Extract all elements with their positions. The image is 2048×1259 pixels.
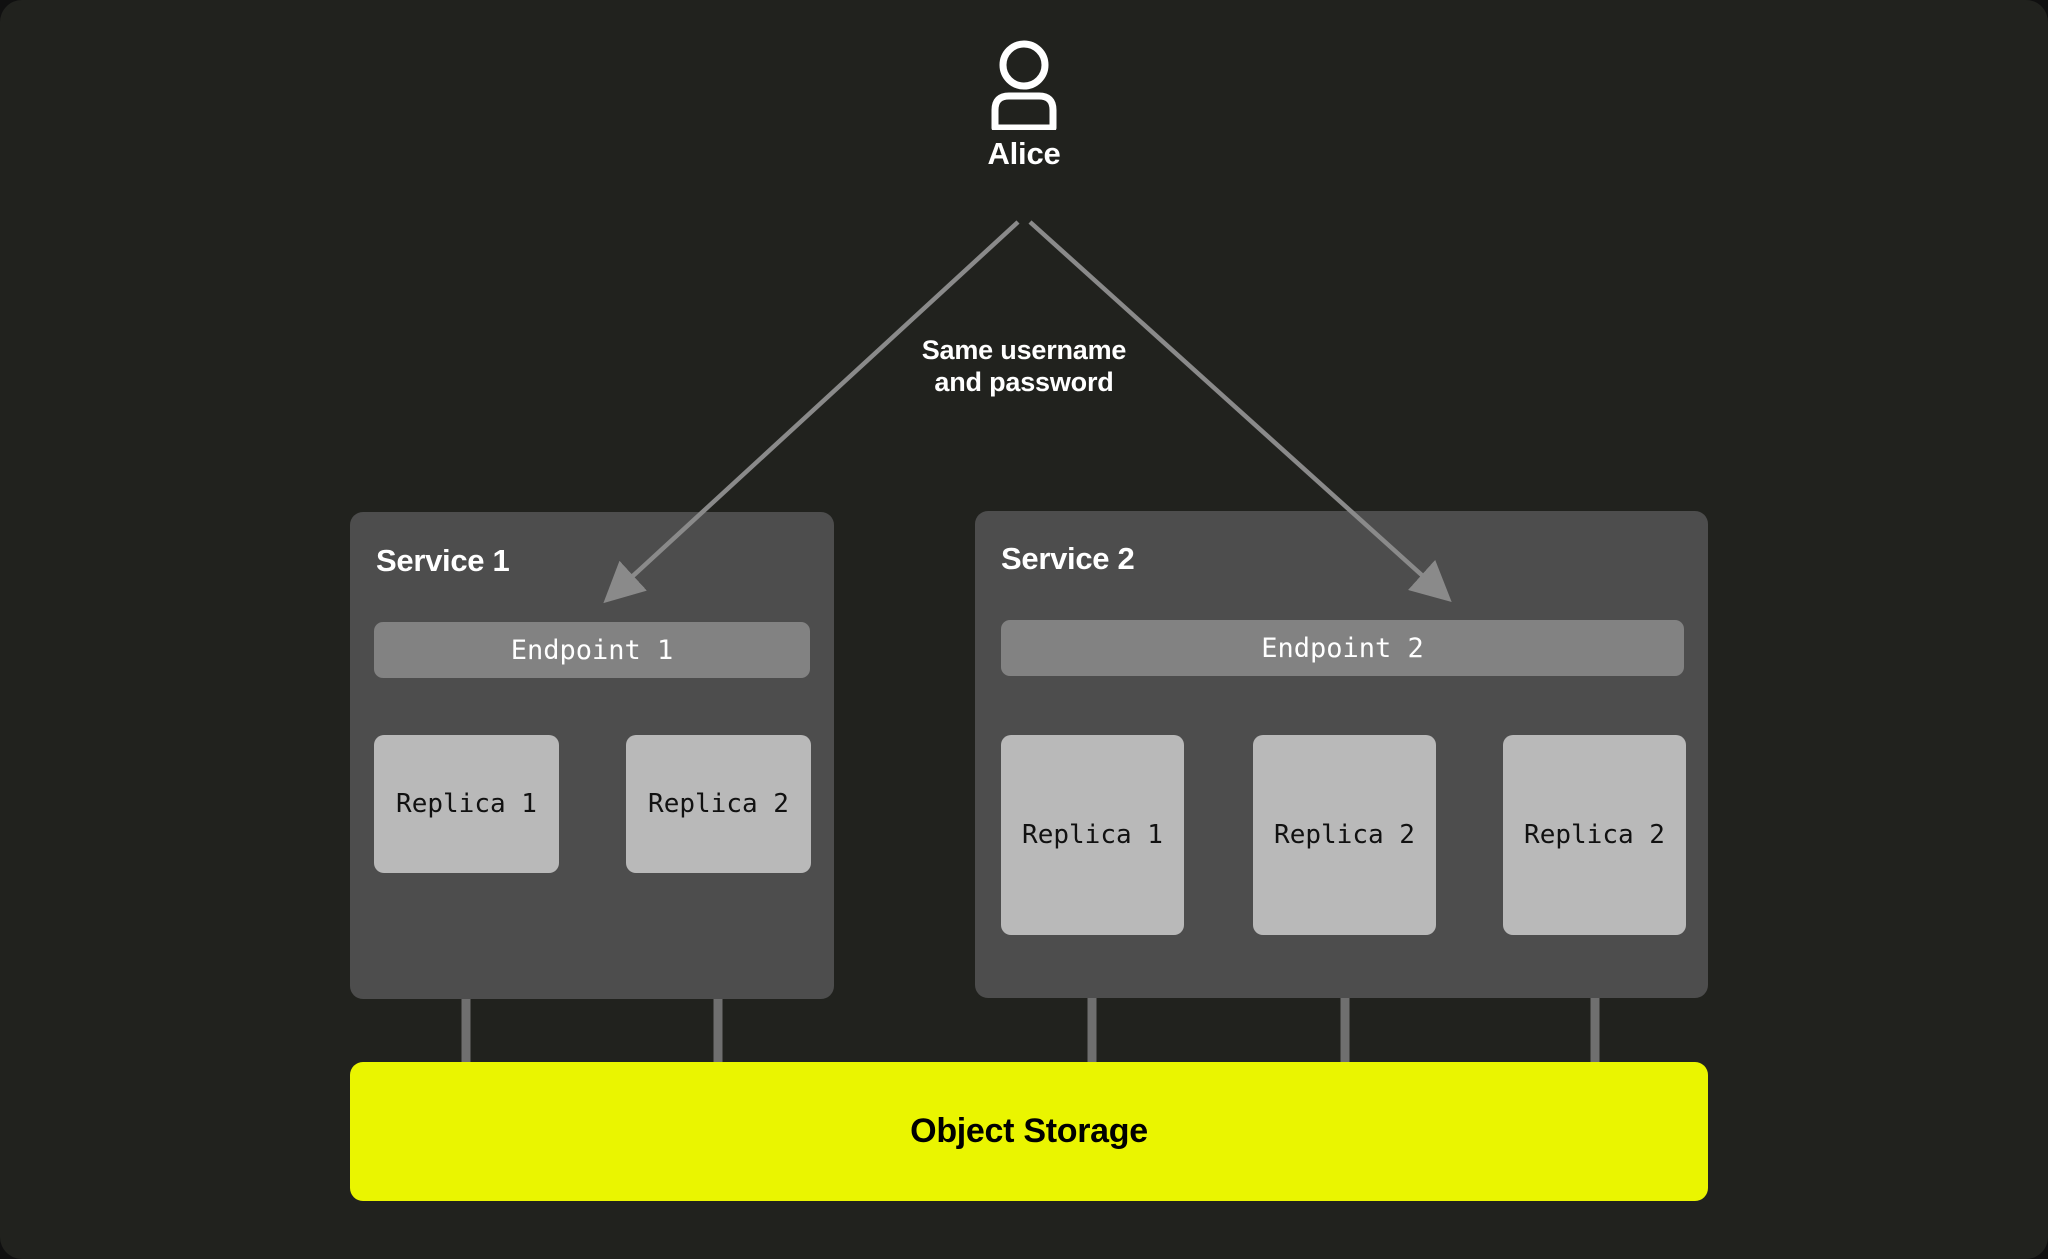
service-1-endpoint[interactable]: Endpoint 1 xyxy=(374,622,810,678)
object-storage-bar[interactable]: Object Storage xyxy=(350,1062,1708,1201)
user-icon xyxy=(991,40,1057,130)
service-1-title: Service 1 xyxy=(376,543,510,578)
actor-alice: Alice xyxy=(958,38,1090,172)
actor-label: Alice xyxy=(987,136,1061,171)
service-2-endpoint[interactable]: Endpoint 2 xyxy=(1001,620,1684,676)
object-storage-label: Object Storage xyxy=(910,1112,1148,1150)
